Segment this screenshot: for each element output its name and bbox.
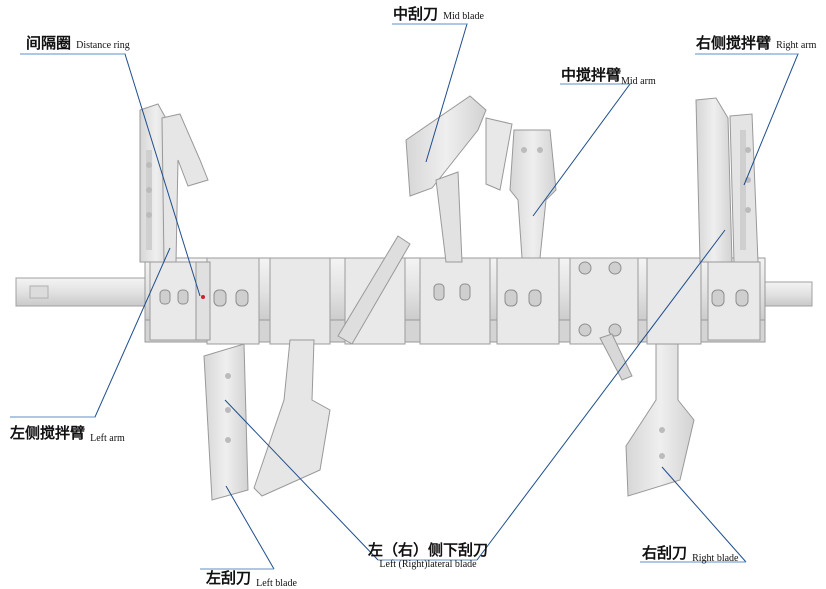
- label-left-blade-en: Left blade: [256, 578, 297, 589]
- leader-lateral-right: [476, 229, 726, 561]
- distance-ring-part: [195, 261, 211, 341]
- label-left-arm-en: Left arm: [90, 433, 125, 444]
- label-mid-arm-en: Mid arm: [621, 76, 656, 87]
- label-right-arm-en: Right arm: [776, 40, 817, 51]
- label-lateral-blade: 左（右）侧下刮刀 Left (Right)lateral blade: [358, 543, 498, 570]
- label-left-arm: 左侧搅拌臂 Left arm: [10, 424, 125, 444]
- right-blade-part: [625, 343, 695, 497]
- label-mid-blade-zh: 中刮刀: [393, 5, 439, 23]
- label-right-blade-zh: 右刮刀: [642, 544, 688, 562]
- label-underlines: [10, 23, 798, 570]
- label-mid-blade-en: Mid blade: [443, 11, 484, 22]
- label-mid-arm-zh: 中搅拌臂: [561, 66, 622, 84]
- angled-scraper-part: [337, 235, 633, 381]
- left-blade-part: [203, 343, 249, 501]
- label-right-arm: 右侧搅拌臂 Right arm: [696, 35, 816, 51]
- right-arm-part: [695, 97, 759, 263]
- left-arm-part: [139, 103, 209, 263]
- label-distance-ring-zh: 间隔圈: [26, 34, 72, 52]
- mid-blade-part: [405, 95, 513, 263]
- label-mid-blade: 中刮刀 Mid blade: [393, 6, 484, 22]
- leader-left-blade: [225, 485, 275, 570]
- hub-bolt-holes: [159, 261, 749, 337]
- label-lateral-blade-zh: 左（右）侧下刮刀: [367, 541, 488, 559]
- label-left-blade: 左刮刀 Left blade: [206, 569, 297, 589]
- label-distance-ring: 间隔圈 Distance ring: [26, 35, 130, 51]
- label-right-blade: 右刮刀 Right blade: [642, 544, 739, 564]
- mid-arm-part: [509, 129, 557, 259]
- leader-right-blade: [661, 466, 747, 563]
- label-distance-ring-en: Distance ring: [76, 40, 130, 51]
- label-left-blade-zh: 左刮刀: [206, 569, 252, 587]
- label-mid-arm: 中搅拌臂Mid arm: [561, 66, 656, 87]
- label-right-arm-zh: 右侧搅拌臂: [696, 34, 772, 52]
- label-left-arm-zh: 左侧搅拌臂: [10, 424, 86, 442]
- left-lateral-blade-part: [253, 339, 331, 497]
- leader-lateral-left: [224, 399, 379, 561]
- label-lateral-blade-en: Left (Right)lateral blade: [379, 559, 477, 570]
- label-right-blade-en: Right blade: [692, 553, 739, 564]
